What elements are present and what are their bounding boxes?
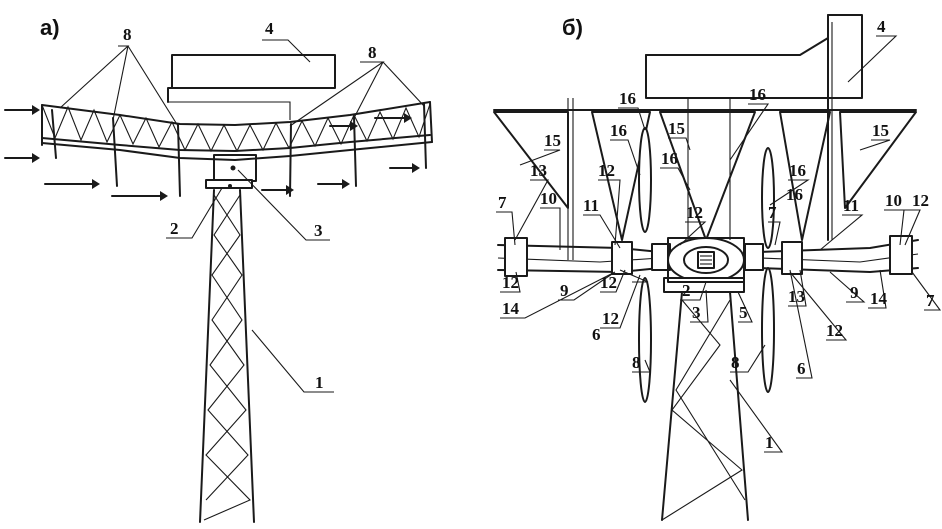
callout-b-15a: 15 bbox=[544, 131, 561, 150]
callout-3: 3 bbox=[314, 221, 323, 240]
panel-a-label: а) bbox=[40, 15, 60, 40]
blades-8-a bbox=[51, 103, 427, 197]
callout-b-15b: 15 bbox=[668, 119, 685, 138]
callout-b-12b: 12 bbox=[686, 203, 703, 222]
callout-b-6b: 6 bbox=[797, 359, 806, 378]
panel-b: б) bbox=[493, 14, 942, 521]
callout-b-16f: 16 bbox=[786, 185, 803, 204]
callout-b-7b: 7 bbox=[768, 203, 777, 222]
callout-b-5: 5 bbox=[739, 303, 748, 322]
callout-b-10a: 10 bbox=[540, 189, 557, 208]
callout-b-12a: 12 bbox=[598, 161, 615, 180]
callout-b-11a: 11 bbox=[583, 196, 599, 215]
callout-b-1: 1 bbox=[765, 433, 774, 452]
callout-1: 1 bbox=[315, 373, 324, 392]
callout-b-13a: 13 bbox=[530, 161, 547, 180]
callout-b-11b: 11 bbox=[843, 196, 859, 215]
callout-b-12c: 12 bbox=[912, 191, 929, 210]
callout-b-16c: 16 bbox=[610, 121, 627, 140]
blade-frame-a bbox=[41, 101, 433, 161]
blades-16 bbox=[638, 127, 775, 403]
callout-b-16d: 16 bbox=[661, 149, 678, 168]
callout-b-4: 4 bbox=[877, 17, 886, 36]
panel-a: а) bbox=[4, 15, 433, 523]
callout-b-8b: 8 bbox=[731, 353, 740, 372]
callout-b-7c: 7 bbox=[926, 291, 935, 310]
central-hub-b bbox=[663, 237, 745, 293]
funnels-15 bbox=[493, 111, 917, 241]
wind-arrows-a bbox=[4, 105, 420, 201]
tower-a bbox=[199, 189, 255, 523]
leaders-b bbox=[496, 35, 942, 453]
callout-8-left: 8 bbox=[123, 25, 132, 44]
callout-b-12g: 12 bbox=[826, 321, 843, 340]
housing-4-b bbox=[645, 14, 863, 241]
callout-b-13b: 13 bbox=[788, 287, 805, 306]
horizontal-beam-b bbox=[497, 235, 919, 277]
callout-b-2: 2 bbox=[682, 281, 691, 300]
panel-b-label: б) bbox=[562, 15, 583, 40]
callout-4: 4 bbox=[265, 19, 274, 38]
leaders-a bbox=[59, 39, 425, 393]
callout-b-9b: 9 bbox=[850, 283, 859, 302]
callout-b-12e: 12 bbox=[600, 273, 617, 292]
callout-b-16b: 16 bbox=[749, 85, 766, 104]
housing-4-a bbox=[167, 54, 336, 103]
callout-b-9a: 9 bbox=[560, 281, 569, 300]
callout-b-16e: 16 bbox=[789, 161, 806, 180]
callout-b-8a: 8 bbox=[632, 353, 641, 372]
tower-b bbox=[661, 291, 749, 521]
callout-b-3: 3 bbox=[692, 303, 701, 322]
callout-b-7a: 7 bbox=[498, 193, 507, 212]
callout-8-right: 8 bbox=[368, 43, 377, 62]
callout-2: 2 bbox=[170, 219, 179, 238]
callout-b-10b: 10 bbox=[885, 191, 902, 210]
callout-b-12f: 12 bbox=[602, 309, 619, 328]
callout-b-16a: 16 bbox=[619, 89, 636, 108]
callout-b-12d: 12 bbox=[502, 273, 519, 292]
callout-b-15c: 15 bbox=[872, 121, 889, 140]
callout-b-14a: 14 bbox=[502, 299, 520, 318]
callout-b-14b: 14 bbox=[870, 289, 888, 308]
callout-b-6a: 6 bbox=[592, 325, 601, 344]
